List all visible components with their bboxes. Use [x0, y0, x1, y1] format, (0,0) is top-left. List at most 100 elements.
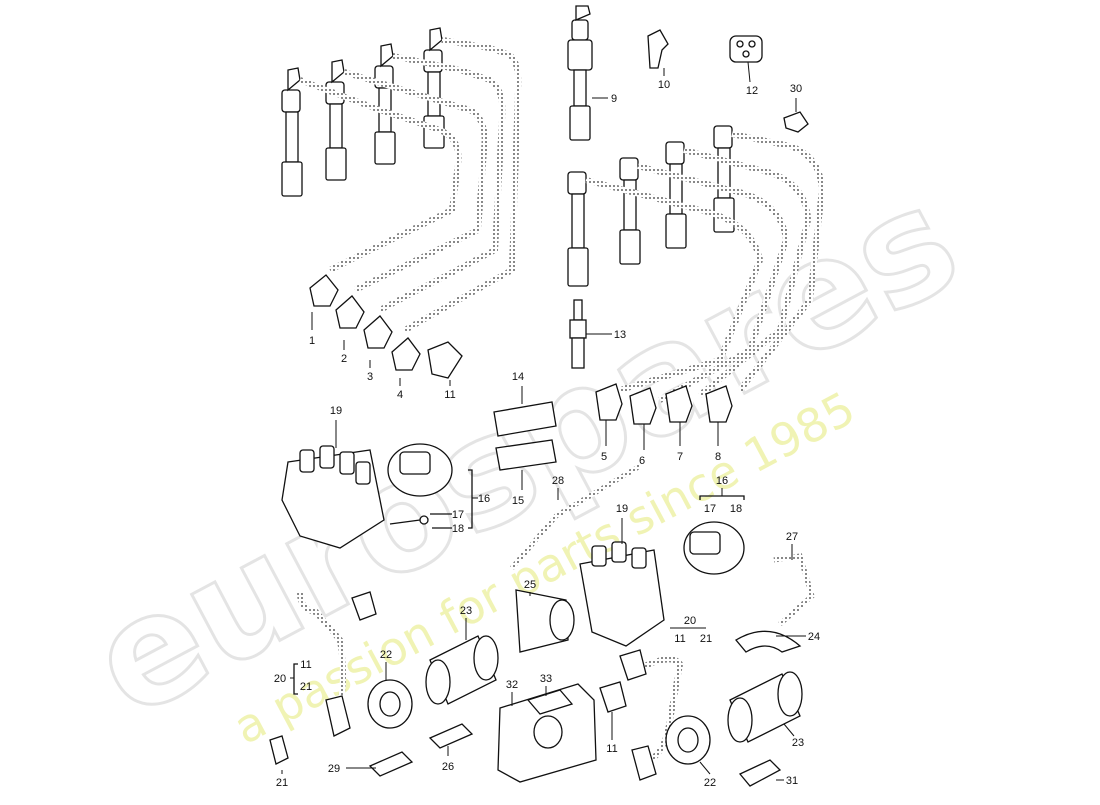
coil-lead-boot-right: [619, 649, 647, 681]
clamp-24: [735, 630, 802, 653]
callout-label-32: 32: [506, 679, 518, 691]
plug-21-left: [269, 735, 289, 765]
plug-boot-right-6: [619, 157, 641, 265]
coil-lead-left: [297, 591, 346, 707]
right-cables: [585, 131, 826, 403]
callout-label-21b: 21: [276, 777, 288, 789]
clip-30: [783, 111, 809, 133]
ignition-lead-set-left: [281, 27, 522, 379]
callout-label-9: 9: [611, 93, 617, 105]
left-cables: [298, 37, 522, 333]
callout-bracket-16-left: [468, 469, 473, 529]
plug-boot-left-1: [281, 67, 303, 197]
bracket-29: [368, 751, 414, 777]
callout-label-33: 33: [540, 673, 552, 685]
callout-label-3: 3: [367, 371, 373, 383]
plug-boot-left-2: [325, 59, 347, 181]
callout-label-11c: 11: [674, 633, 685, 645]
callout-label-17a: 17: [452, 509, 464, 521]
angled-boot-3: [363, 315, 393, 349]
callout-label-26: 26: [442, 761, 454, 773]
angled-boot-4: [391, 337, 421, 371]
callout-label-19a: 19: [330, 405, 342, 417]
leader-line-12: [747, 61, 751, 83]
callout-label-19b: 19: [616, 503, 628, 515]
callout-label-11b: 11: [300, 659, 311, 671]
callout-label-16b: 16: [716, 475, 728, 487]
distributor-cap-12: [729, 35, 763, 63]
callout-label-5: 5: [601, 451, 607, 463]
callout-label-14: 14: [512, 371, 524, 383]
callout-label-20b: 20: [684, 615, 696, 627]
end-boot-7: [665, 385, 693, 423]
leader-line-22b: [699, 761, 711, 775]
callout-label-17b: 17: [704, 503, 716, 515]
callout-label-12: 12: [746, 85, 758, 97]
callout-label-31: 31: [786, 775, 798, 787]
callout-label-7: 7: [677, 451, 683, 463]
mid-right-assemblies: [497, 495, 815, 787]
callout-label-4: 4: [397, 389, 403, 401]
callout-label-30: 30: [790, 83, 802, 95]
spacer-22-right: [665, 715, 711, 765]
connector-10: [647, 29, 669, 69]
callout-label-27: 27: [786, 531, 798, 543]
coil-lead-end-left: [325, 695, 351, 737]
angled-boot-1: [309, 274, 339, 307]
callout-label-18b: 18: [730, 503, 742, 515]
callout-label-18a: 18: [452, 523, 464, 535]
ground-strap-27: [773, 553, 815, 626]
callout-label-16a: 16: [478, 493, 490, 505]
leader-17-18-left: [430, 513, 452, 529]
leader-lines: [281, 61, 806, 781]
coil-lead-boot-left: [351, 591, 377, 621]
callout-label-8: 8: [715, 451, 721, 463]
bracket-32-hole: [533, 715, 563, 749]
callout-label-2: 2: [341, 353, 347, 365]
callout-label-21a: 21: [300, 681, 312, 693]
callout-label-20a: 20: [274, 673, 286, 685]
bracket-31: [738, 759, 782, 787]
plug-11-right: [599, 681, 627, 713]
callout-label-11a: 11: [444, 389, 455, 401]
rotor-assembly-16-left: [387, 443, 453, 497]
clip-33: [526, 689, 574, 715]
callout-label-22b: 22: [704, 777, 716, 789]
callout-label-6: 6: [639, 455, 645, 467]
callout-label-23a: 23: [460, 605, 472, 617]
angled-boot-11: [427, 341, 463, 379]
coil-23-right: [727, 671, 803, 743]
clamp-25: [515, 589, 575, 653]
washer-17-left: [419, 515, 429, 525]
plug-boot-right-5: [567, 171, 589, 287]
end-boot-6: [629, 387, 657, 425]
callout-label-29: 29: [328, 763, 340, 775]
ignition-coil-19-left: [281, 445, 385, 549]
callout-label-13: 13: [614, 329, 626, 341]
angled-boot-2: [335, 295, 365, 329]
end-boot-8: [705, 385, 733, 423]
spacer-22-left: [367, 679, 413, 729]
plug-boot-9: [567, 5, 593, 141]
rotor-assembly-16-right: [683, 521, 745, 575]
callout-label-1: 1: [309, 335, 315, 347]
bracket-15: [495, 439, 557, 471]
callout-label-10: 10: [658, 79, 670, 91]
coil-lead-right: [634, 656, 684, 763]
leader-line-23b: [783, 723, 795, 737]
callout-label-11d: 11: [606, 743, 617, 755]
bracket-14: [493, 401, 557, 437]
coil-23-left: [425, 635, 499, 705]
callout-label-22a: 22: [380, 649, 392, 661]
plug-boot-left-3: [374, 43, 396, 165]
ground-strap-28: [510, 463, 642, 570]
callout-bracket-20-left: [293, 663, 298, 695]
screw-18-left: [389, 519, 421, 525]
mid-left-assemblies: [269, 401, 642, 777]
callout-label-25: 25: [524, 579, 536, 591]
callout-label-28: 28: [552, 475, 564, 487]
callout-label-24: 24: [808, 631, 820, 643]
